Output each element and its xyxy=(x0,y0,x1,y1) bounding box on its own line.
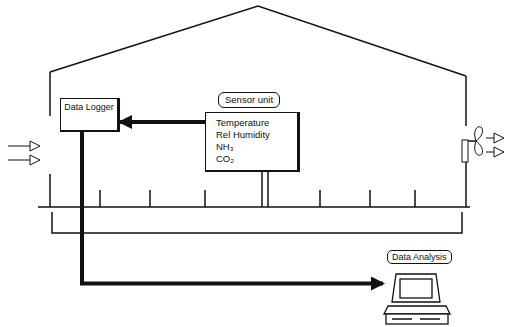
wall xyxy=(465,76,467,126)
connector-arrow xyxy=(82,132,383,284)
wall xyxy=(465,156,467,207)
sensor-unit-box: Sensor unitTemperatureRel HumidityNH₃CO₂ xyxy=(205,112,300,172)
node-label: Temperature xyxy=(216,117,291,129)
connector-arrow xyxy=(120,120,205,124)
node-label: NH₃ xyxy=(216,141,291,153)
screen xyxy=(400,279,432,298)
outlet-arrowhead xyxy=(494,133,504,157)
inlet-arrowhead xyxy=(30,141,40,165)
node-label: Rel Humidity xyxy=(216,129,291,141)
wall xyxy=(49,174,51,207)
base-unit xyxy=(386,314,448,324)
floor xyxy=(38,206,470,208)
data-analysis-station: Data Analysis xyxy=(383,250,501,327)
sensor-post xyxy=(262,172,268,207)
drive-slot xyxy=(392,318,440,319)
pen-divider xyxy=(100,190,415,207)
keyboard xyxy=(384,306,450,314)
data-logger-box: Data Logger xyxy=(60,98,120,132)
node-heading: Data Analysis xyxy=(387,250,452,264)
fan-motor xyxy=(462,140,468,162)
roof xyxy=(50,6,466,76)
monitor xyxy=(392,274,440,302)
computer-icon xyxy=(384,274,450,324)
wall xyxy=(49,72,51,116)
manure-pit xyxy=(52,212,462,233)
node-label: Data Logger xyxy=(63,102,115,112)
node-label: CO₂ xyxy=(216,153,291,165)
node-heading: Sensor unit xyxy=(218,92,280,108)
fan-blade xyxy=(475,127,483,155)
